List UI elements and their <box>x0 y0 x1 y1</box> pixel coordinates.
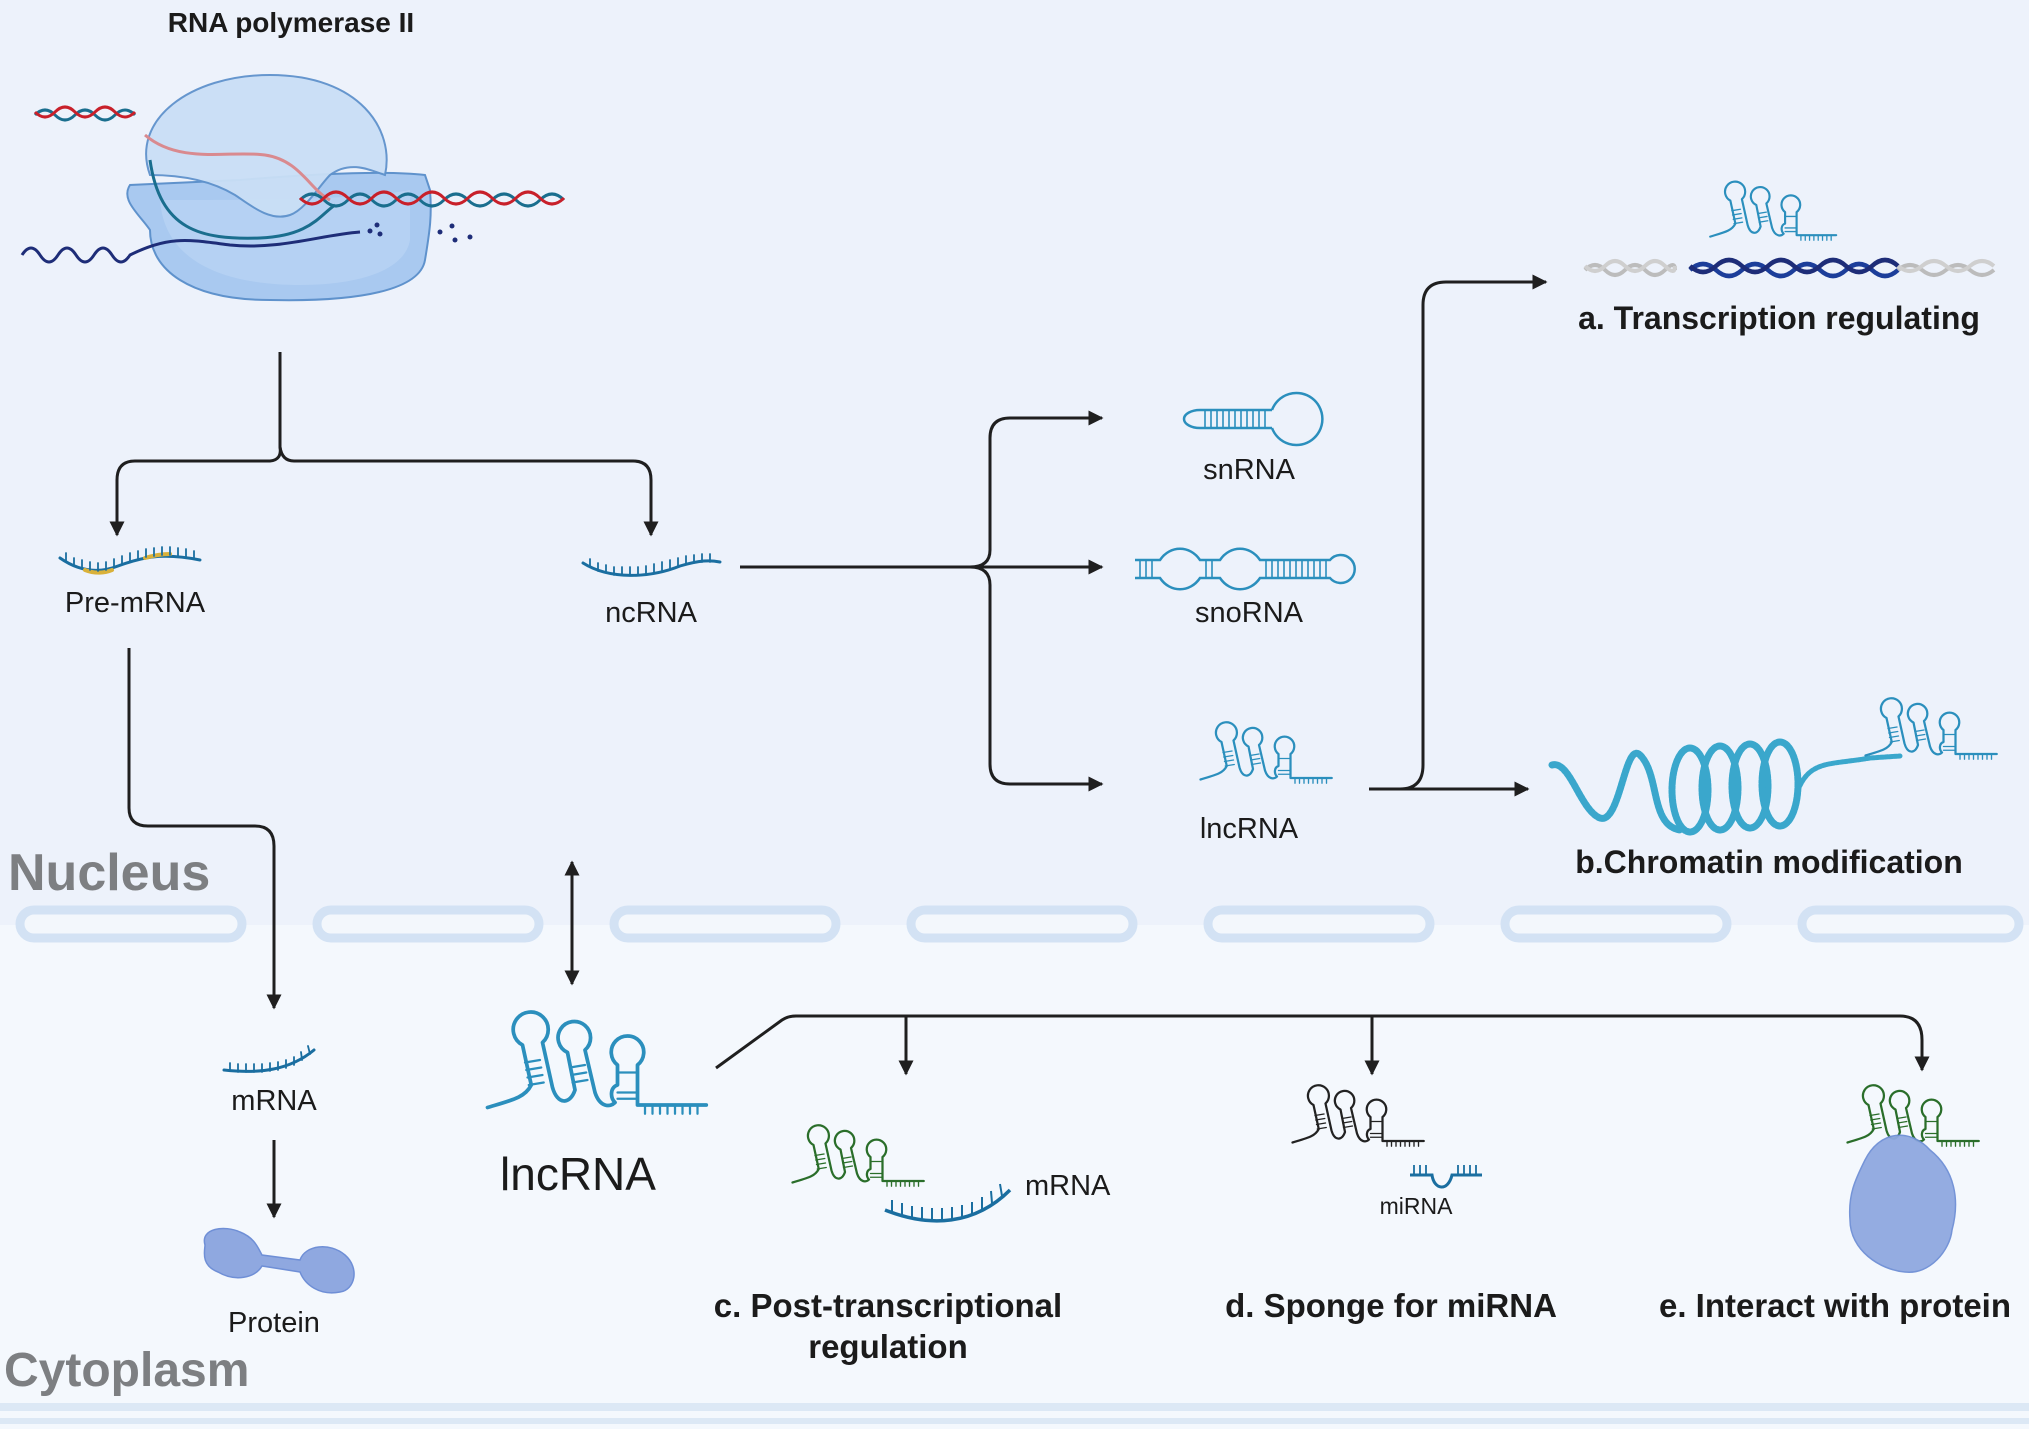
snrna-label: snRNA <box>1203 454 1296 486</box>
transcription-regulating-icon <box>1583 180 1996 279</box>
nuclear-membrane <box>15 905 2024 943</box>
lncrna-cytoplasm-label: lncRNA <box>500 1148 656 1200</box>
function-d-mirna-label: miRNA <box>1380 1193 1453 1219</box>
ncrna-branch-arrows <box>740 410 1104 792</box>
cytoplasm-label: Cytoplasm <box>4 1344 249 1397</box>
interact-with-protein-icon <box>1846 1084 1980 1273</box>
lncrna-nucleus-label: lncRNA <box>1200 813 1299 845</box>
rna-polymerase-icon <box>20 73 566 302</box>
protein-icon <box>203 1227 355 1294</box>
function-c-label-line1: c. Post-transcriptional <box>714 1287 1062 1324</box>
snorna-icon <box>1135 547 1356 591</box>
function-d-label: d. Sponge for miRNA <box>1225 1287 1557 1324</box>
mrna-label: mRNA <box>231 1085 317 1117</box>
pre-mrna-label: Pre-mRNA <box>65 587 206 619</box>
protein-label: Protein <box>228 1307 320 1339</box>
cell-membrane <box>0 1403 2029 1424</box>
mrna-icon <box>222 1045 316 1073</box>
function-b-label: b.Chromatin modification <box>1575 844 1963 880</box>
chromatin-modification-icon <box>1548 697 1998 836</box>
cytoplasm-region <box>0 925 2029 1429</box>
post-transcriptional-regulation-icon <box>791 1124 1012 1223</box>
ncrna-icon <box>581 553 722 577</box>
sponge-for-mirna-icon <box>1291 1084 1482 1189</box>
lncrna-function-arrows-nucleus <box>1369 274 1548 797</box>
nucleus-label: Nucleus <box>8 844 210 902</box>
pre-mrna-to-mrna-arrow <box>127 648 282 1010</box>
transcription-branch-arrows <box>109 352 659 537</box>
pre-mrna-icon <box>58 546 202 575</box>
function-c-mrna-label: mRNA <box>1025 1170 1111 1202</box>
snorna-label: snoRNA <box>1195 597 1304 629</box>
function-c-label-line2: regulation <box>808 1328 968 1365</box>
rna-polymerase-title: RNA polymerase II <box>168 7 414 38</box>
snrna-icon <box>1182 391 1324 447</box>
ncrna-label: ncRNA <box>605 597 698 629</box>
lncrna-function-arrows-cytoplasm <box>715 1014 1930 1076</box>
function-a-label: a. Transcription regulating <box>1578 300 1980 336</box>
function-e-label: e. Interact with protein <box>1659 1287 2011 1324</box>
